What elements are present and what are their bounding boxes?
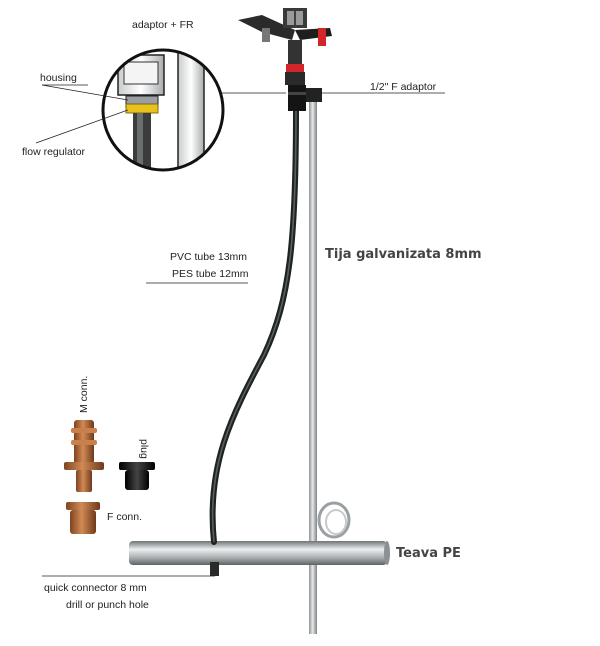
flow-regulator-detail bbox=[125, 103, 159, 114]
label-teava: Teava PE bbox=[396, 546, 461, 561]
f-connector-part bbox=[66, 502, 100, 534]
label-m-conn: M conn. bbox=[78, 375, 90, 413]
detail-leaders bbox=[35, 84, 129, 144]
detail-magnifier bbox=[101, 48, 225, 172]
label-pes-tube: PES tube 12mm bbox=[172, 268, 249, 280]
label-drill-hole: drill or punch hole bbox=[66, 599, 149, 611]
plug-part bbox=[119, 462, 155, 490]
f-adaptor bbox=[288, 85, 322, 111]
sprinkler-head bbox=[238, 8, 332, 85]
pvc-tube bbox=[209, 107, 299, 545]
label-housing: housing bbox=[40, 72, 77, 84]
label-adaptor-fr: adaptor + FR bbox=[132, 19, 194, 31]
leader-lines bbox=[42, 92, 445, 577]
label-f-conn: F conn. bbox=[107, 511, 143, 523]
quick-connector bbox=[210, 562, 219, 576]
m-connector-part bbox=[64, 420, 104, 492]
galvanized-stake bbox=[309, 100, 317, 634]
stake-coil bbox=[317, 501, 351, 539]
label-flow-regulator: flow regulator bbox=[22, 146, 86, 158]
pe-pipe bbox=[129, 541, 390, 565]
label-plug: plug bbox=[138, 439, 150, 459]
label-tija: Tija galvanizata 8mm bbox=[325, 247, 482, 262]
label-f-adaptor: 1/2" F adaptor bbox=[370, 81, 437, 93]
label-quick-connector: quick connector 8 mm bbox=[44, 582, 147, 594]
label-pvc-tube: PVC tube 13mm bbox=[170, 251, 248, 263]
